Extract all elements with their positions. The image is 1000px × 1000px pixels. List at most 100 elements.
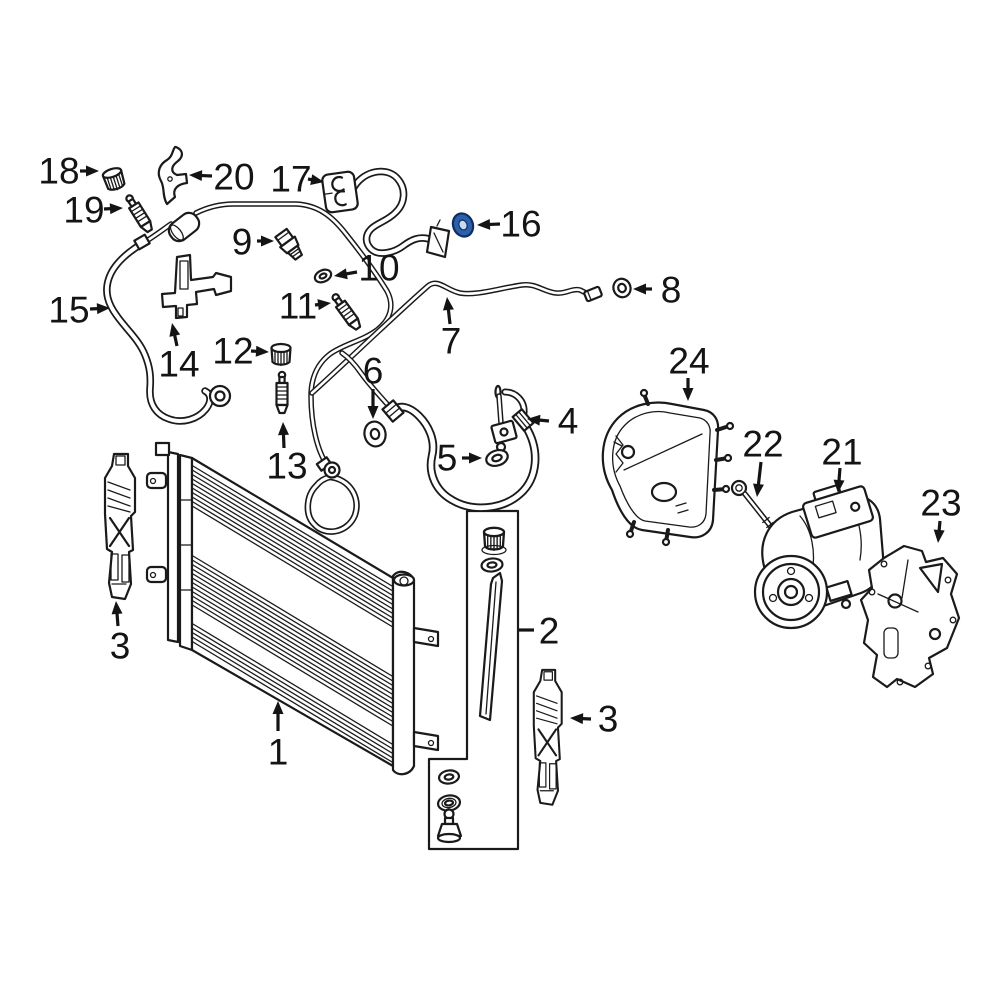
callout-label: 1: [268, 732, 289, 773]
callout-arrow-head: [933, 529, 945, 543]
part-15-hose: [103, 239, 232, 425]
callout-arrow-head: [86, 165, 99, 177]
part-3-bracket-left: [103, 452, 137, 601]
callout-label: 11: [279, 286, 317, 327]
part-4-hose: [381, 384, 540, 512]
callout-label: 6: [363, 351, 384, 392]
part-8-seal: [612, 277, 632, 299]
callout-label: 14: [158, 344, 199, 385]
callout-label: 18: [38, 151, 79, 192]
callout-24[interactable]: 24: [668, 341, 710, 402]
kit-o-ring: [480, 557, 504, 573]
callout-5[interactable]: 5: [437, 438, 482, 479]
callout-arrow-head: [682, 388, 694, 401]
kit-seal-small: [437, 769, 461, 785]
callout-4[interactable]: 4: [527, 401, 578, 442]
condenser-left-tank: [178, 453, 194, 652]
callout-arrow-head: [255, 345, 269, 357]
part-5-grommet: [485, 448, 509, 468]
callout-arrow-head: [527, 414, 541, 426]
callout-arrow-head: [111, 601, 123, 615]
callout-arrow-head: [261, 235, 274, 247]
condenser-tab-lower: [412, 730, 440, 752]
callout-10[interactable]: 10: [334, 248, 400, 289]
callout-20[interactable]: 20: [189, 157, 255, 198]
condenser-right-tank: [391, 570, 416, 776]
callout-8[interactable]: 8: [633, 270, 681, 311]
callout-13[interactable]: 13: [266, 422, 308, 487]
callout-label: 4: [558, 401, 579, 442]
lower-loop-hose: [304, 456, 360, 535]
callout-label: 22: [742, 424, 783, 465]
cover-bolts: [625, 388, 735, 547]
pipe-muffler: [167, 211, 201, 243]
callout-17[interactable]: 17: [270, 159, 324, 200]
callout-23[interactable]: 23: [920, 483, 962, 544]
part-6-seal-washer: [363, 420, 387, 448]
part-9-pressure-sensor: [274, 227, 303, 261]
part-24-cover: [601, 388, 735, 547]
callout-9[interactable]: 9: [232, 222, 274, 263]
callout-arrow-head: [96, 303, 110, 315]
callout-label: 15: [48, 290, 89, 331]
condenser-fins: [192, 465, 393, 763]
callout-label: 8: [661, 270, 682, 311]
callout-label: 7: [441, 321, 462, 362]
part-2-drier-kit-box: [427, 509, 520, 851]
callout-label: 23: [920, 483, 961, 524]
callout-1[interactable]: 1: [268, 701, 289, 773]
hose4-crimp-collar: [511, 408, 535, 432]
callout-11[interactable]: 11: [279, 286, 331, 327]
condenser-left-frame: [145, 441, 180, 644]
part-17-clamp: [321, 170, 359, 214]
callout-label: 2: [539, 611, 560, 652]
part-16-seal-highlighted[interactable]: [449, 210, 476, 239]
callout-22[interactable]: 22: [742, 424, 784, 498]
callout-label: 13: [266, 446, 307, 487]
callout-arrow-shaft: [756, 461, 763, 488]
part-3-bracket-right: [532, 668, 563, 806]
callout-arrow-head: [367, 406, 379, 419]
callout-label: 12: [212, 331, 253, 372]
part-12-cap: [270, 342, 292, 367]
part-21-compressor: [753, 484, 885, 630]
callout-2[interactable]: 2: [519, 611, 559, 652]
part-23-bracket: [859, 544, 961, 689]
callout-arrow-head: [753, 483, 764, 497]
callout-arrow-head: [570, 713, 584, 725]
callout-label: 3: [110, 626, 131, 667]
callout-3[interactable]: 3: [570, 699, 618, 740]
callout-arrow-head: [442, 297, 454, 311]
callout-14[interactable]: 14: [158, 323, 200, 385]
callout-15[interactable]: 15: [48, 290, 110, 331]
callout-label: 3: [598, 699, 619, 740]
callout-6[interactable]: 6: [363, 351, 384, 420]
callout-arrow-head: [169, 323, 181, 337]
callout-arrow-head: [189, 170, 203, 182]
callout-16[interactable]: 16: [477, 204, 542, 245]
callout-12[interactable]: 12: [212, 331, 269, 372]
callout-label: 20: [213, 157, 254, 198]
callout-arrow-head: [278, 422, 289, 436]
callout-21[interactable]: 21: [821, 432, 863, 494]
callout-3[interactable]: 3: [110, 601, 131, 667]
part-11-charge-valve: [328, 290, 364, 333]
compressor-pulley: [753, 554, 829, 630]
callout-arrow-head: [477, 218, 491, 230]
part-14-bracket: [160, 253, 233, 320]
hose4-fitting: [490, 419, 518, 445]
callout-7[interactable]: 7: [441, 297, 462, 362]
callout-label: 19: [63, 190, 104, 231]
callout-arrow-head: [334, 268, 348, 280]
callout-18[interactable]: 18: [38, 151, 99, 192]
hose4-elbow-fitting: [381, 399, 405, 423]
condenser-core: [190, 456, 395, 768]
callout-label: 9: [232, 222, 253, 263]
callout-label: 10: [358, 248, 399, 289]
callout-arrow-head: [633, 283, 646, 295]
callout-19[interactable]: 19: [63, 190, 123, 231]
part-7-pipe: [309, 280, 603, 396]
callout-label: 17: [270, 159, 311, 200]
